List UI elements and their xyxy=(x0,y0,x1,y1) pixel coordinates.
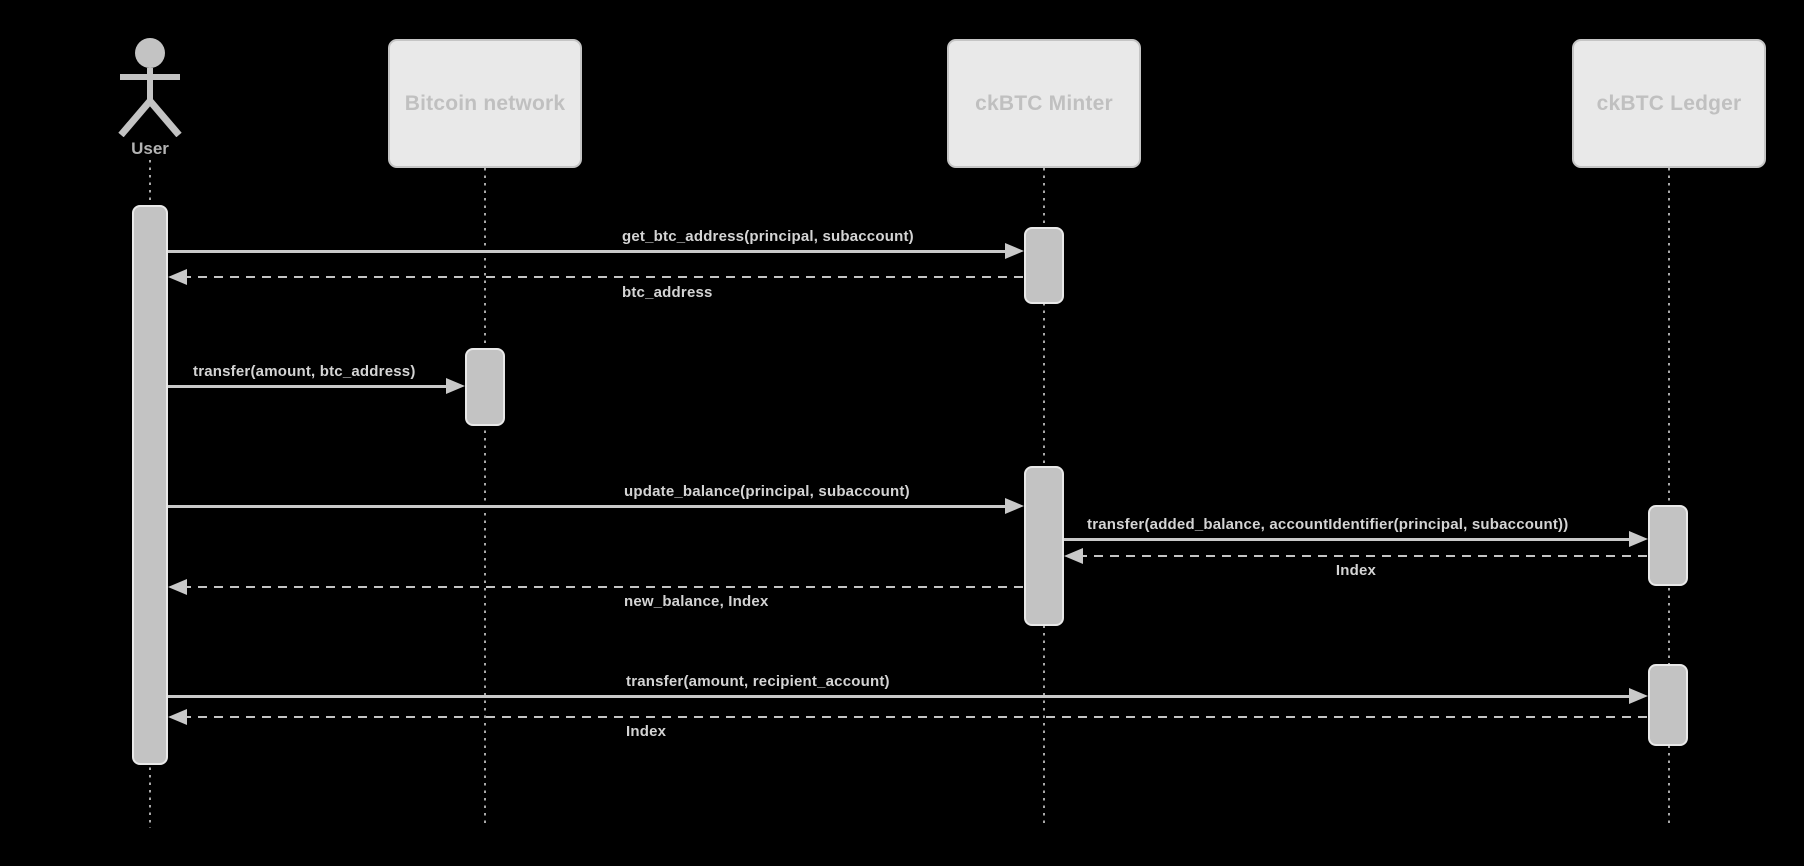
message-label: transfer(added_balance, accountIdentifie… xyxy=(1087,516,1569,533)
message-return-new-balance xyxy=(168,579,1024,595)
message-label: get_btc_address(principal, subaccount) xyxy=(622,228,914,245)
message-label: transfer(amount, btc_address) xyxy=(193,363,416,380)
message-label: Index xyxy=(1335,562,1377,579)
arrowhead-icon xyxy=(1005,498,1024,514)
activation-bar-ledger-2 xyxy=(1648,664,1688,746)
actor-user-label: User xyxy=(131,139,169,158)
message-update-balance xyxy=(168,498,1024,514)
message-line xyxy=(182,586,1024,588)
message-get-btc-address xyxy=(168,243,1024,259)
arrowhead-icon xyxy=(168,579,187,595)
arrowhead-icon xyxy=(1629,688,1648,704)
message-line xyxy=(182,276,1024,278)
message-label: btc_address xyxy=(622,284,713,301)
message-label: new_balance, Index xyxy=(624,593,769,610)
participant-label: ckBTC Ledger xyxy=(1596,91,1742,115)
participant-box-bitcoin-network: Bitcoin network xyxy=(388,39,582,168)
message-line xyxy=(168,505,1010,508)
message-return-index-to-user xyxy=(168,709,1648,725)
message-line xyxy=(168,250,1010,253)
message-line xyxy=(182,716,1648,718)
lifeline-bitcoin-network xyxy=(484,168,486,828)
participant-label: Bitcoin network xyxy=(404,91,566,115)
message-transfer-added-balance xyxy=(1064,531,1648,547)
activation-bar-bitcoin xyxy=(465,348,505,426)
message-line xyxy=(1064,538,1634,541)
arrowhead-icon xyxy=(1629,531,1648,547)
lifeline-ckbtc-ledger xyxy=(1668,168,1670,828)
user-actor-icon xyxy=(118,38,182,137)
message-line xyxy=(168,695,1634,698)
arrowhead-icon xyxy=(1064,548,1083,564)
arrowhead-icon xyxy=(168,269,187,285)
activation-bar-ledger-1 xyxy=(1648,505,1688,586)
message-line xyxy=(168,385,451,388)
activation-bar-user xyxy=(132,205,168,765)
message-label: transfer(amount, recipient_account) xyxy=(626,673,890,690)
arrowhead-icon xyxy=(1005,243,1024,259)
message-return-btc-address xyxy=(168,269,1024,285)
participant-label: ckBTC Minter xyxy=(975,91,1113,115)
activation-bar-minter-1 xyxy=(1024,227,1064,304)
arrowhead-icon xyxy=(168,709,187,725)
message-label: update_balance(principal, subaccount) xyxy=(624,483,910,500)
participant-box-ckbtc-minter: ckBTC Minter xyxy=(947,39,1141,168)
message-label: Index xyxy=(626,723,667,740)
message-line xyxy=(1078,555,1648,557)
message-transfer-to-bitcoin xyxy=(168,378,465,394)
activation-bar-minter-2 xyxy=(1024,466,1064,626)
message-return-index-to-minter xyxy=(1064,548,1648,564)
participant-box-ckbtc-ledger: ckBTC Ledger xyxy=(1572,39,1766,168)
arrowhead-icon xyxy=(446,378,465,394)
message-transfer-recipient xyxy=(168,688,1648,704)
